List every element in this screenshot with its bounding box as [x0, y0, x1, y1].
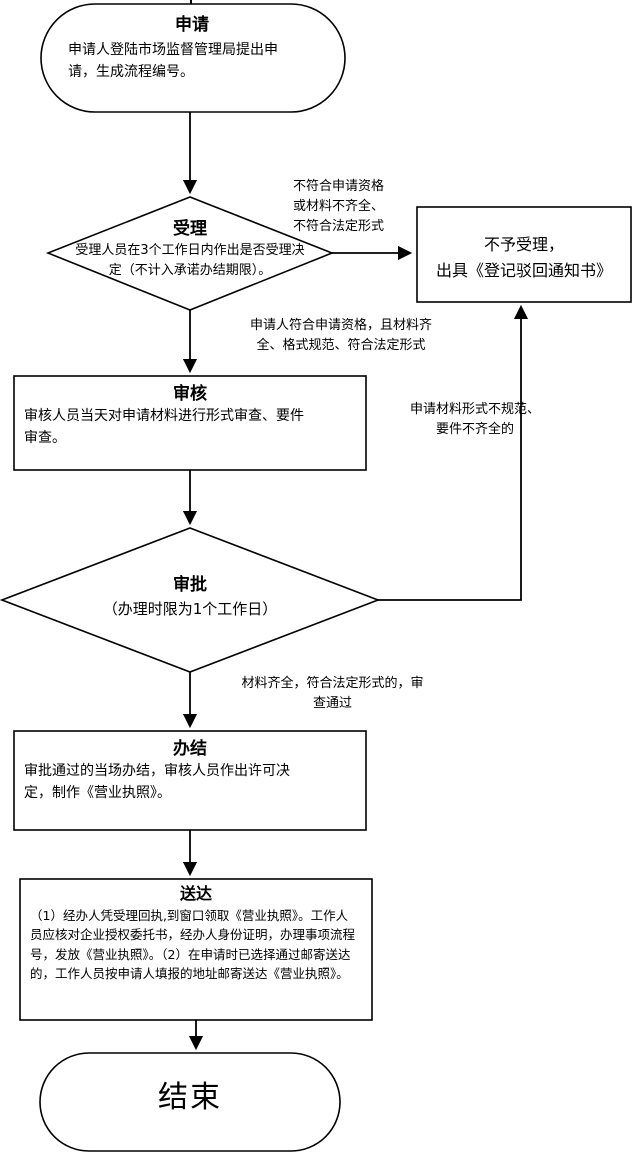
end-node-shape	[39, 1052, 341, 1152]
approve-node-title: 审批	[173, 575, 207, 595]
apply-node-shape	[40, 3, 346, 113]
complete-node-title: 办结	[173, 739, 207, 759]
complete-node-shape	[13, 730, 367, 831]
review-node-title: 审核	[173, 384, 207, 404]
deliver-node-body: （1）经办人凭受理回执,到窗口领取《营业执照》。工作人员应核对企业授权委托书，经…	[30, 908, 356, 982]
label-approve-pass: 材料齐全，符合法定形式的，审 查通过	[241, 676, 424, 712]
apply-node-title: 申请	[175, 15, 209, 35]
label-reject-reason: 不符合申请资格 或材料不齐全、 不符合法定形式	[293, 179, 385, 235]
approve-node-subtitle: （办理时限为1个工作日）	[102, 600, 278, 618]
deliver-node-title: 送达	[179, 884, 212, 903]
apply-node-body: 申请人登陆市场监督管理局提出申请，生成流程编号。	[68, 42, 278, 80]
end-node-title: 结束	[158, 1080, 222, 1115]
accept-node-title: 受理	[173, 219, 207, 239]
label-approve-fail: 申请材料形式不规范、 要件不齐全的	[409, 402, 540, 438]
review-node-body: 审核人员当天对申请材料进行形式审查、要件审查。	[24, 408, 304, 446]
label-accept-pass: 申请人符合申请资格，且材料齐 全、格式规范、符合法定形式	[249, 318, 432, 354]
complete-node-body: 审批通过的当场办结，审核人员作出许可决定，制作《营业执照》。	[24, 763, 290, 801]
deliver-node-shape	[19, 878, 373, 1021]
reject-node-shape	[416, 206, 632, 303]
arrow-approve-reject	[378, 304, 529, 601]
accept-node-body: 受理人员在3个工作日内作出是否受理决定（不计入承诺办结期限）。	[75, 243, 305, 279]
reject-node-body: 不予受理， 出具《登记驳回通知书》	[435, 235, 612, 280]
